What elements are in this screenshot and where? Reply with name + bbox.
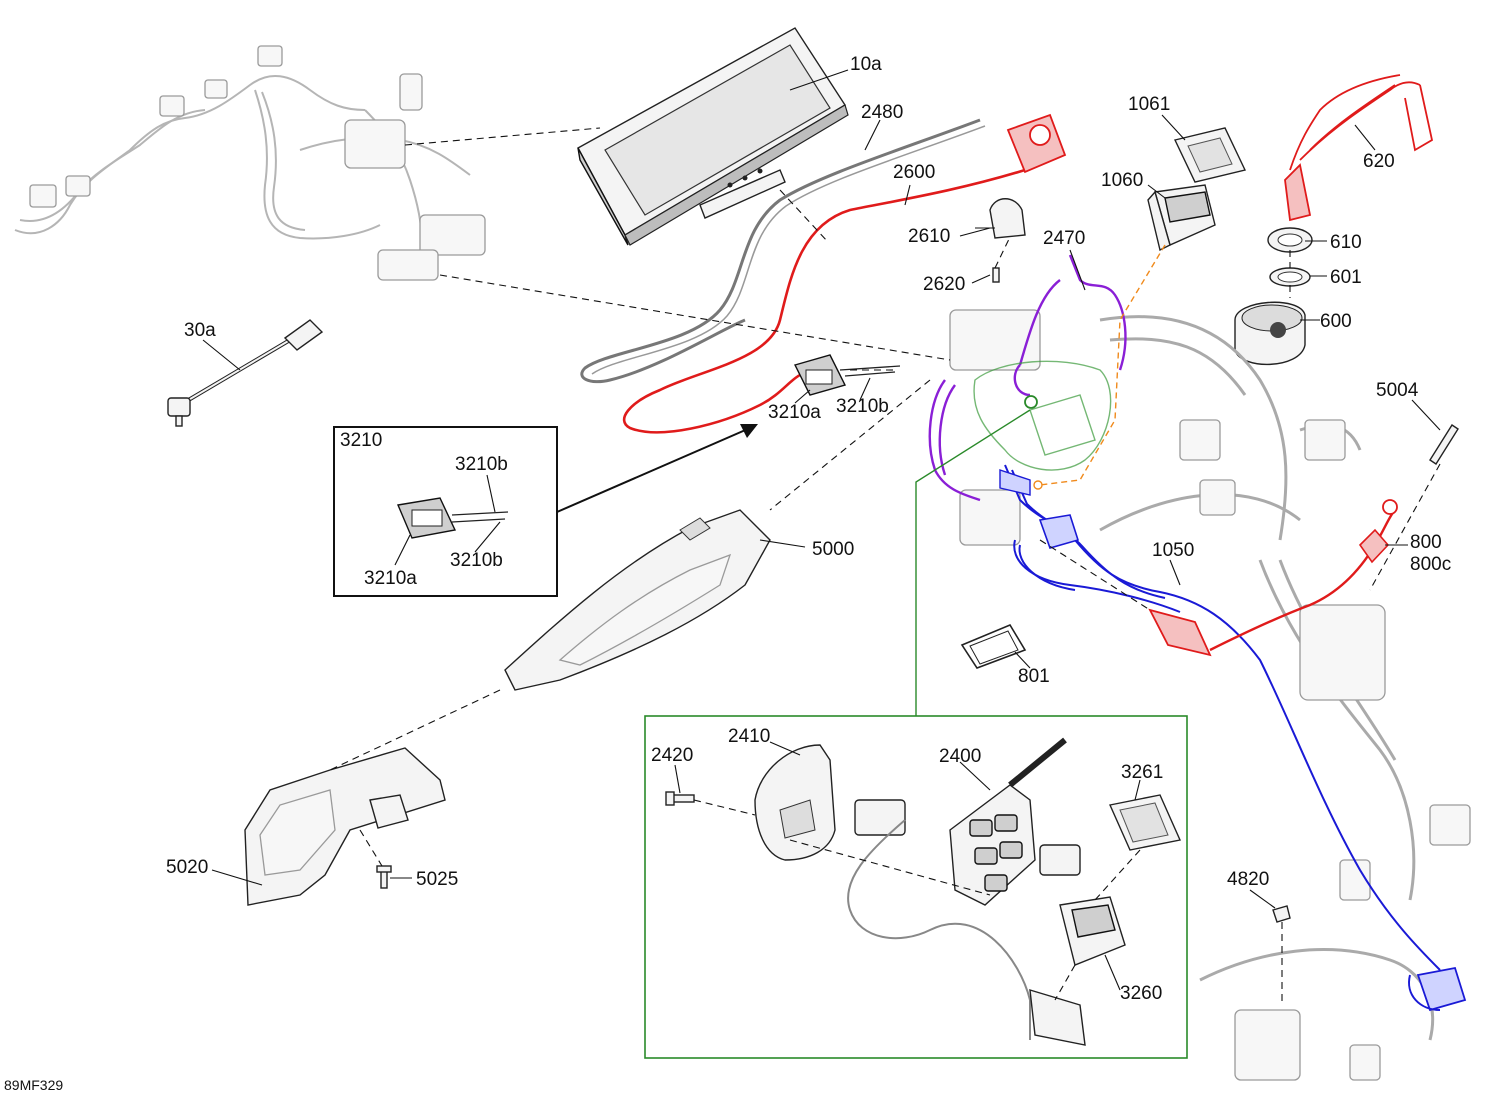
label-620: 620 — [1363, 151, 1395, 172]
label-4820: 4820 — [1227, 869, 1269, 890]
connector-blue-upper — [1038, 514, 1080, 549]
dashline-1060-orange — [1039, 244, 1166, 486]
gasket-801 — [960, 623, 1027, 669]
harness-plug-4 — [29, 184, 57, 208]
control-pod-2400 — [847, 737, 1081, 1040]
label-3210: 3210 — [340, 430, 382, 451]
harness-connector-small — [399, 73, 423, 111]
harness-plug-3 — [257, 45, 283, 67]
inset-2400 — [644, 409, 1188, 1059]
terminals-3210b-main — [839, 365, 901, 377]
ghost-wiring-harness-top-left — [14, 45, 486, 281]
figure-code: 89MF329 — [4, 1077, 63, 1093]
harness-solenoid-base — [1234, 1009, 1301, 1081]
harness-connector-main — [344, 119, 406, 169]
label-600: 600 — [1320, 311, 1352, 332]
lanyard-620 — [1284, 74, 1434, 222]
sensor-30a — [167, 319, 324, 427]
cover-2410 — [754, 744, 836, 861]
leader-lines — [202, 69, 1441, 991]
label-800: 800 — [1410, 532, 1442, 553]
assembly-dash-lines — [329, 127, 1441, 1005]
label-5004: 5004 — [1376, 380, 1419, 401]
harness-junction-box — [1299, 604, 1386, 701]
label-30a: 30a — [184, 320, 216, 341]
harness-plug-1 — [159, 95, 185, 117]
label-10a: 10a — [850, 54, 882, 75]
terminals-3210b-inset — [451, 511, 509, 523]
connector-bottom-2400 — [1029, 989, 1086, 1046]
arrow-inset-to-3210 — [556, 424, 758, 513]
highlight-marker — [1024, 395, 1038, 409]
label-2620: 2620 — [923, 274, 965, 295]
cable-2480 — [580, 118, 981, 384]
bezel-1061 — [1173, 127, 1247, 183]
screw-2620 — [992, 267, 1000, 283]
label-2610: 2610 — [908, 226, 950, 247]
switch-1060 — [1147, 184, 1216, 252]
cable-800-red — [1148, 499, 1398, 657]
connector-1050-blue — [1416, 966, 1467, 1012]
switch-3260 — [1059, 896, 1126, 966]
harness-connector-right-d — [1179, 419, 1221, 461]
cover-5000 — [504, 509, 771, 691]
harness-connector-right-e — [1199, 479, 1236, 516]
label-3210b-main: 3210b — [836, 396, 889, 417]
label-1060: 1060 — [1101, 170, 1143, 191]
label-2420: 2420 — [651, 745, 693, 766]
clip-2610 — [975, 198, 1026, 239]
screw-5025 — [376, 865, 392, 889]
label-3210b-inset-top: 3210b — [455, 454, 508, 475]
harness-connector-cluster-low — [959, 489, 1021, 546]
label-5000: 5000 — [812, 539, 854, 560]
connector-2600-red — [1006, 113, 1067, 174]
label-5020: 5020 — [166, 857, 208, 878]
harness-connector-lower — [377, 249, 439, 281]
label-1050: 1050 — [1152, 540, 1194, 561]
label-1061: 1061 — [1128, 94, 1170, 115]
connector-3210a-inset — [397, 497, 457, 539]
harness-plug-5 — [65, 175, 91, 197]
label-610: 610 — [1330, 232, 1362, 253]
label-3210a-inset: 3210a — [364, 568, 417, 589]
control-pod-2400-highlight — [973, 360, 1112, 471]
harness-connector-right-c — [1304, 419, 1346, 461]
label-2480: 2480 — [861, 102, 903, 123]
inset-3210 — [333, 426, 558, 597]
main-wiring-harness — [949, 309, 1471, 1081]
label-3260: 3260 — [1120, 983, 1162, 1004]
harness-plug-2 — [204, 79, 228, 99]
label-2470: 2470 — [1043, 228, 1085, 249]
label-2400: 2400 — [939, 746, 981, 767]
part-labels: 10a 2480 2600 1061 1060 620 610 601 600 … — [4, 54, 1451, 1093]
harness-connector-right — [419, 214, 486, 256]
nut-610 — [1267, 227, 1313, 253]
harness-connector-cluster — [949, 309, 1041, 371]
label-3210b-inset-bottom: 3210b — [450, 550, 503, 571]
wire-2600 — [622, 168, 1026, 434]
label-801: 801 — [1018, 666, 1050, 687]
harness-connector-right-a — [1429, 804, 1471, 846]
pin-5004 — [1429, 424, 1459, 465]
connector-3210a-main — [793, 354, 847, 396]
label-2600: 2600 — [893, 162, 935, 183]
bracket-5020 — [244, 747, 446, 906]
label-601: 601 — [1330, 267, 1362, 288]
label-3210a-main: 3210a — [768, 402, 821, 423]
label-5025: 5025 — [416, 869, 458, 890]
bolt-2420 — [665, 791, 695, 806]
display-cluster-10a — [577, 27, 849, 246]
harness-connector-bottom — [1349, 1044, 1381, 1081]
washer-601 — [1269, 267, 1311, 287]
nut-4820 — [1272, 905, 1291, 923]
key-switch-600 — [1234, 301, 1306, 366]
label-2410: 2410 — [728, 726, 770, 747]
label-3261: 3261 — [1121, 762, 1163, 783]
bezel-3261 — [1109, 794, 1181, 851]
label-800c: 800c — [1410, 554, 1451, 575]
